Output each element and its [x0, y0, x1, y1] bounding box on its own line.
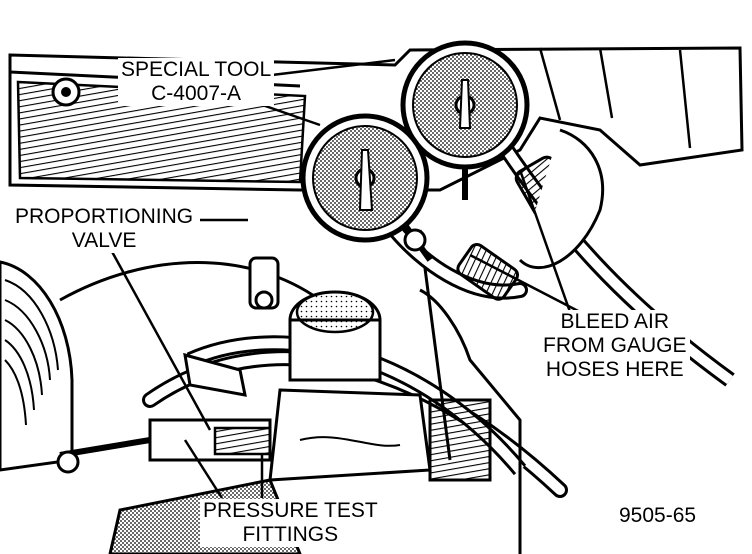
- special-tool-line2: C-4007-A: [151, 82, 242, 105]
- figure-number: 9505-65: [619, 504, 697, 527]
- pressure-line2: FITTINGS: [242, 523, 339, 546]
- gauge-lower: [300, 113, 433, 262]
- bleed-line3: HOSES HERE: [545, 358, 684, 381]
- air-duct: [0, 260, 74, 472]
- proportioning-valve: [56, 256, 280, 474]
- bleed-line1: BLEED AIR: [560, 310, 670, 333]
- gauge-upper: [400, 40, 530, 200]
- proportioning-line2: VALVE: [71, 229, 137, 252]
- pressure-line1: PRESSURE TEST: [203, 499, 378, 522]
- leader-lines: [108, 58, 581, 499]
- pressure-test-label: PRESSURE TEST FITTINGS: [200, 499, 381, 547]
- bleed-air-label: BLEED AIR FROM GAUGE HOSES HERE: [540, 310, 690, 382]
- proportioning-line1: PROPORTIONING: [15, 205, 194, 228]
- bleed-line2: FROM GAUGE: [543, 334, 687, 357]
- proportioning-valve-label: PROPORTIONING VALVE: [12, 205, 197, 253]
- special-tool-line1: SPECIAL TOOL: [121, 58, 272, 81]
- special-tool-label: SPECIAL TOOL C-4007-A: [118, 58, 275, 106]
